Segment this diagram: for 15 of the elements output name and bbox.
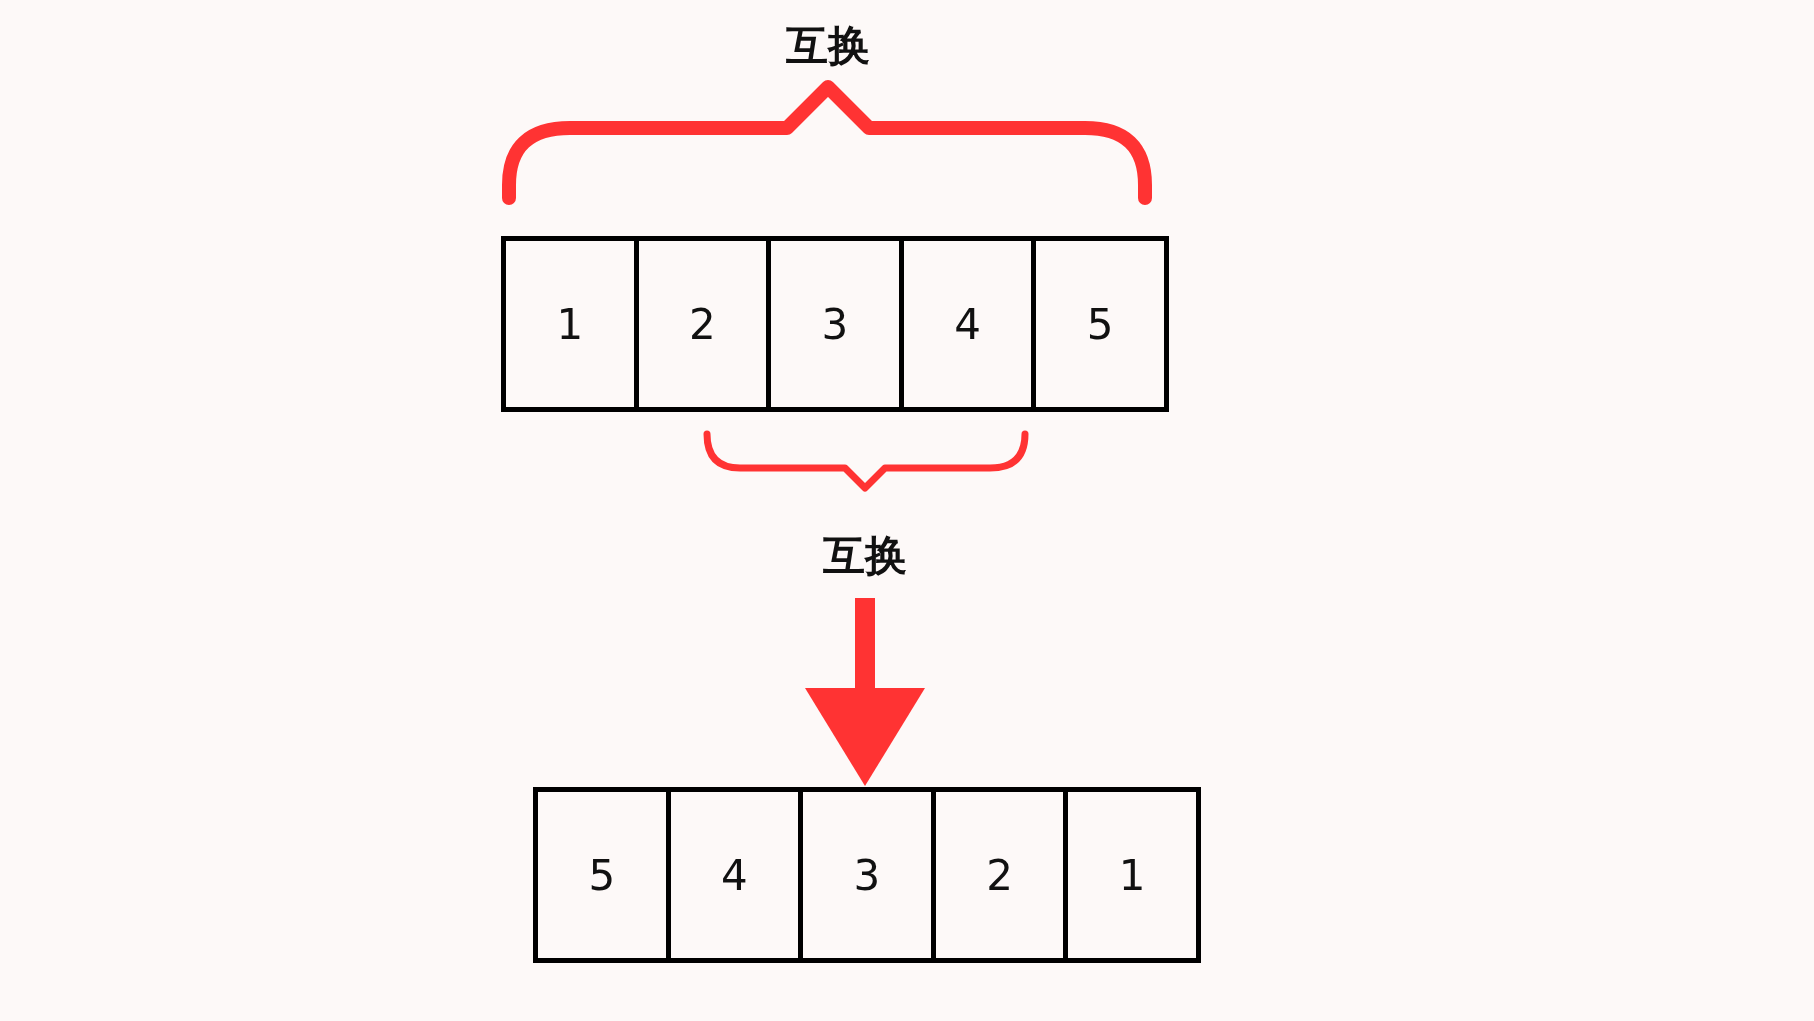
array-cell: 5 — [1036, 241, 1164, 407]
array-cell: 1 — [1068, 792, 1196, 958]
array-cell: 3 — [803, 792, 936, 958]
array-box — [533, 787, 1201, 963]
array-cell: 2 — [935, 792, 1069, 958]
array-cell: 4 — [670, 792, 804, 958]
swap-label: 互换 — [786, 20, 870, 72]
array-box — [501, 236, 1169, 412]
array-cell: 5 — [538, 792, 671, 958]
arrow — [805, 598, 925, 786]
array-cell: 3 — [771, 241, 904, 407]
array-cell: 2 — [638, 241, 772, 407]
swap-label: 互换 — [823, 530, 907, 582]
array-cell: 4 — [903, 241, 1037, 407]
array-cell: 1 — [506, 241, 639, 407]
